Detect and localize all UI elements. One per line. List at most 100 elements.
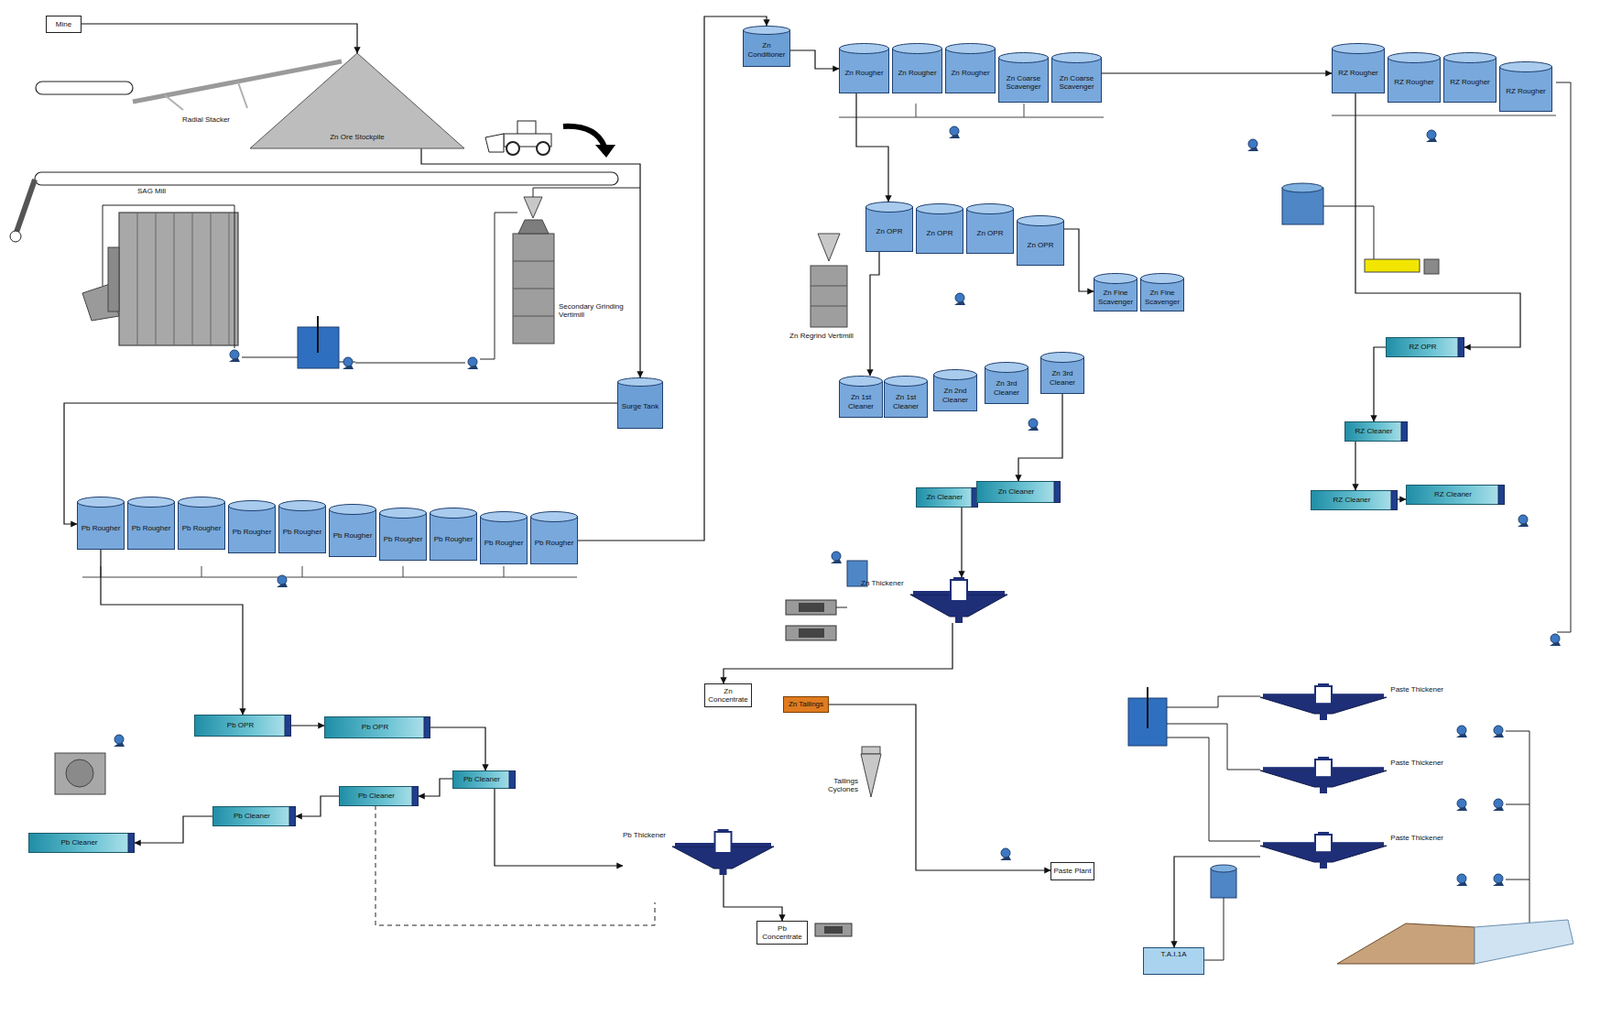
column-cell: Pb OPR [194,714,292,737]
flotation-cell: Pb Rougher [479,511,528,565]
slurry-line [1323,206,1374,260]
node-text-box: RZ OPR [1385,337,1465,358]
node-text-box: Pb Rougher [379,507,427,561]
node-label: Paste Thickener [1390,685,1444,694]
box-outline [46,16,82,33]
flotation-cell: Pb Rougher [379,507,427,561]
node-text-box: Pb Thickener [622,828,671,875]
paste-line [1505,879,1530,881]
feed-well [1315,759,1332,777]
cell-body [480,516,528,565]
thickener-drive [953,576,965,581]
feed-well [715,831,732,853]
column-body [1345,422,1408,442]
node-outline [915,203,964,254]
column-body [339,786,419,806]
node-outline [1499,61,1553,112]
node-text-box: RZ Rougher [1387,52,1441,103]
cell-body [1388,57,1441,103]
node-outline [379,507,427,561]
node-text-box: Pb Cleaner [212,805,296,827]
flow-line [723,874,783,921]
feed-line [1166,696,1261,708]
slurry-pump [1492,798,1504,811]
thickener-drive [1317,831,1329,836]
node-label: Surge Tank [621,402,659,411]
column-cell: Pb Cleaner [452,770,516,789]
node-text-box: Pb OPR [194,714,292,737]
cell-top [839,43,890,55]
flotation-cell: Pb Rougher [429,507,478,561]
flow-line [1064,228,1094,292]
node-label: Zn OPR [876,227,904,236]
node-text-box: Zn Rougher [838,43,890,94]
cell-body [618,381,664,429]
thickener: Paste Thickener [1260,831,1444,869]
column-cell: RZ Cleaner [1310,489,1398,511]
node-text-box: Zn Tailings [783,696,829,713]
node-label: Pb Rougher [232,527,273,536]
cell-top [866,202,914,213]
node-outline [1387,52,1441,103]
node-text-box: Paste Thickener [1388,683,1444,720]
node-text-box: Zn OPR [1016,215,1065,266]
part-label: SAG Mill [137,186,193,196]
underflow-cone [1319,860,1328,869]
part-label: Tailings Cyclones [808,776,859,794]
flotation-cell: Zn 2nd Cleaner [933,369,978,412]
slurry-pump [1456,798,1468,811]
node-outline [838,43,890,94]
flow-line [577,16,767,541]
filter-plates [798,602,825,612]
mill-grate [228,212,230,346]
node-label: Pb Rougher [383,534,424,544]
node-text-box: Zn Thickener [860,576,909,623]
mill-grate [192,212,194,346]
column-cell: Pb Cleaner [28,832,135,853]
node-label: Zn Thickener [860,578,904,588]
node-text-box: Pb Rougher [530,511,578,565]
cell-body [892,48,943,94]
node-outline [1016,215,1065,266]
flotation-cell: RZ Rougher [1499,61,1553,112]
underflow-cone [1319,712,1328,720]
cell-body [77,501,125,550]
node-text-box: Pb Rougher [177,496,226,550]
node-label: RZ Cleaner [1333,495,1372,504]
slurry-pump [1456,873,1468,886]
cell-body [999,57,1049,103]
cell-top [1052,53,1102,64]
node-text-box: Zn 1st Cleaner [838,375,883,418]
launder-drop [201,565,203,577]
sag-mill [119,212,239,346]
node-label: Mine [55,20,72,29]
slurry-pump [1027,418,1039,431]
flow-line [790,50,839,69]
node-outline [228,500,276,554]
conveyor-pulley [10,230,22,242]
cell-body [128,501,175,550]
column-launder [289,806,296,827]
column-launder [424,717,431,739]
node-label: Pb OPR [361,722,389,731]
pond-outline [1143,947,1205,975]
node-label: Zn Coarse Scavenger [1000,74,1047,91]
mill-trunnion [108,247,120,312]
mill-grate [174,212,175,346]
node-outline [966,203,1014,254]
underflow-cone [1319,785,1328,794]
stacker-leg [164,95,184,110]
thickener: Pb Thickener [622,828,774,875]
column-launder [509,771,516,789]
node-text-box: Zn Rougher [945,43,996,94]
node-text-box: Mine [45,15,82,33]
cell-body [531,516,578,565]
box-outline [757,921,808,945]
node-label: Zn Fine Scavenger [1142,288,1183,305]
cell-top [77,497,125,508]
column-cell: RZ Cleaner [1344,421,1408,442]
slurry-pump [1517,514,1529,527]
overflow-line [533,187,641,197]
flow-line [421,148,641,378]
mill-shell [65,759,94,787]
